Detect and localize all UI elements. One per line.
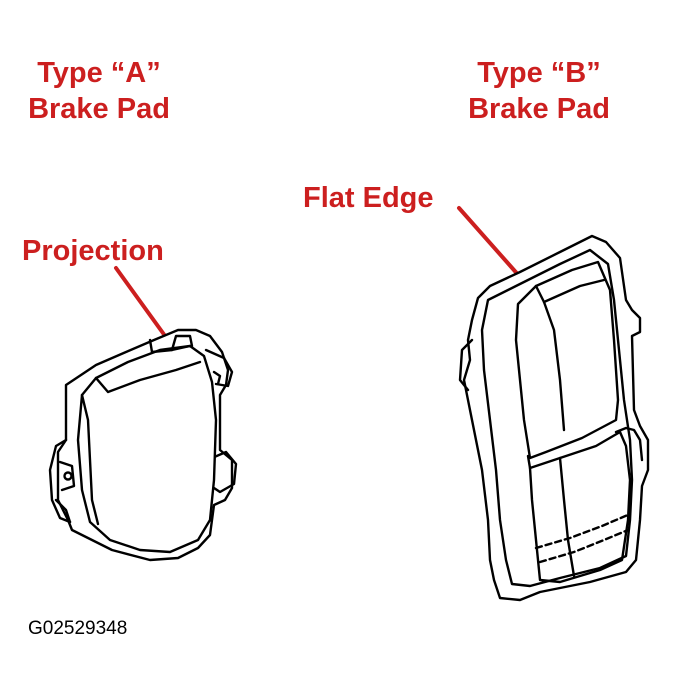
flat-edge-leader-line <box>457 206 523 280</box>
figure-code: G02529348 <box>28 618 128 639</box>
type-a-line1: Type “A” <box>37 57 161 89</box>
projection-label: Projection <box>22 235 164 267</box>
type-b-brake-pad <box>458 234 650 602</box>
type-b-line2: Brake Pad <box>468 93 610 125</box>
type-a-label: Type “A” Brake Pad <box>14 55 184 127</box>
type-a-line2: Brake Pad <box>28 93 170 125</box>
type-a-brake-pad <box>48 328 238 562</box>
projection-leader-line <box>114 266 170 342</box>
flat-edge-label: Flat Edge <box>303 182 434 214</box>
type-b-line1: Type “B” <box>477 57 601 89</box>
type-b-label: Type “B” Brake Pad <box>454 55 624 127</box>
